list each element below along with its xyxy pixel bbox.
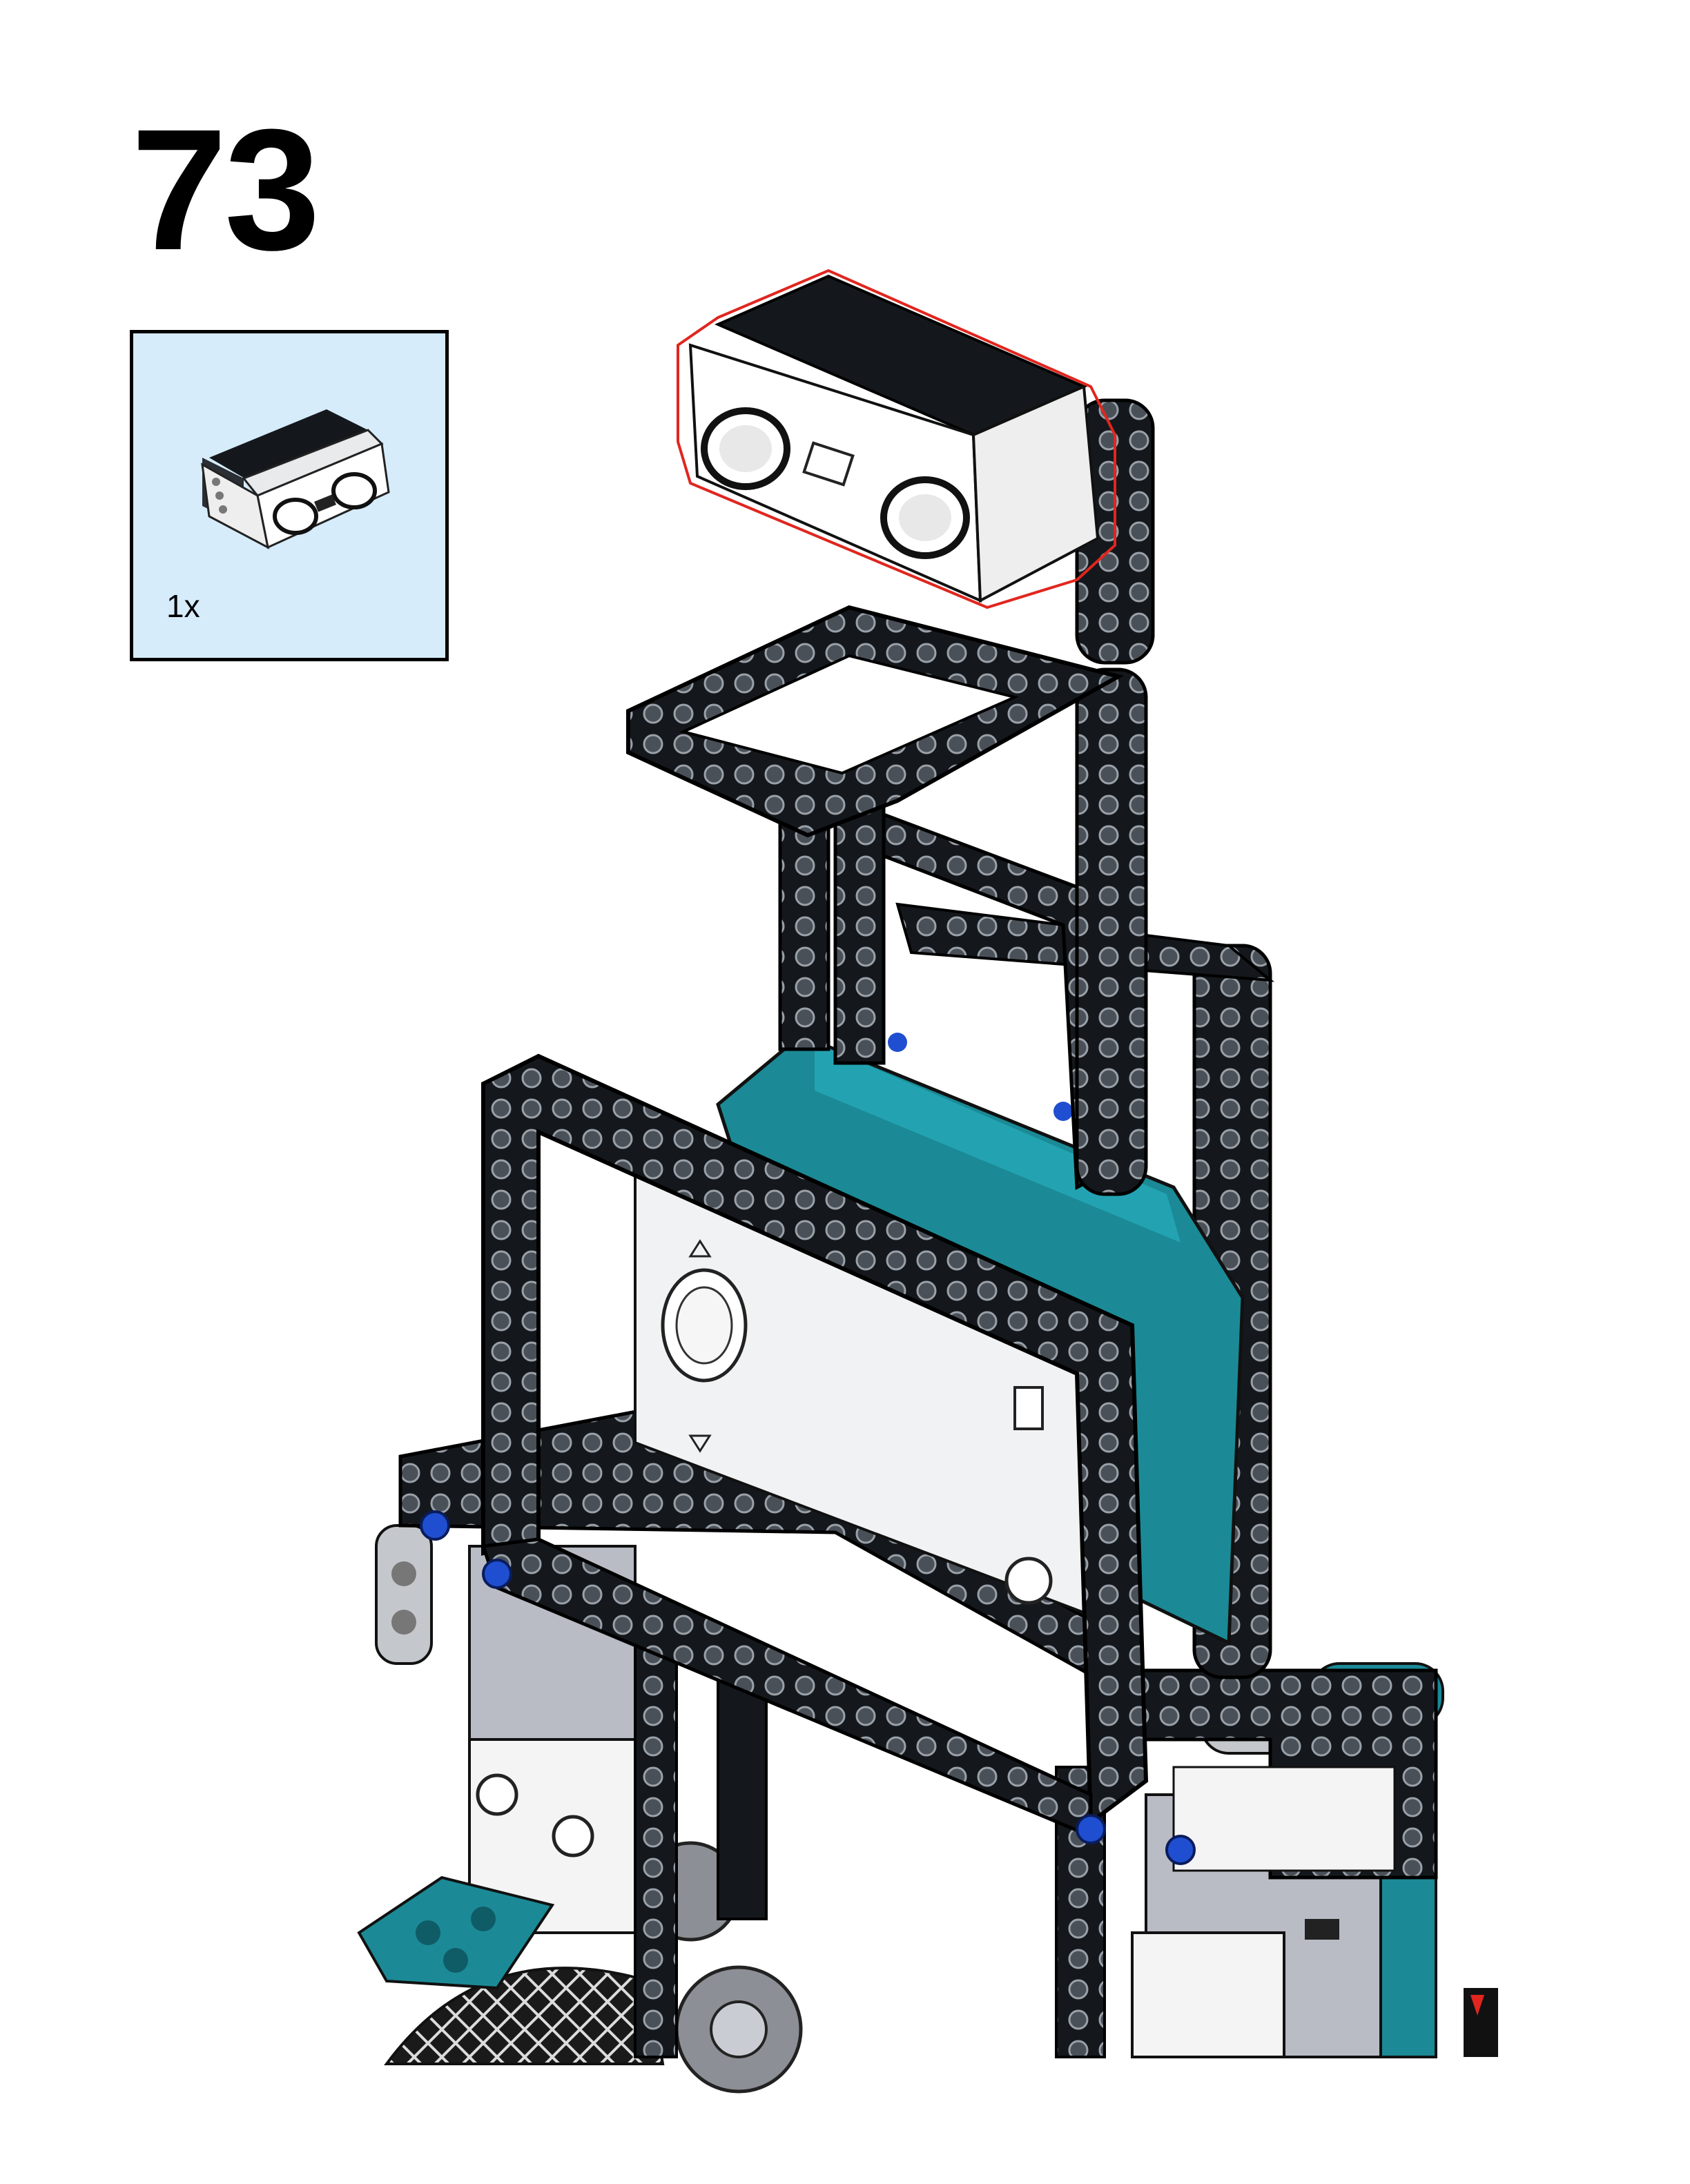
distance-sensor-icon: [201, 409, 390, 549]
part-quantity: 1x: [166, 588, 200, 624]
blue-pins: [420, 1033, 1196, 1865]
new-part-distance-sensor: [677, 269, 1116, 610]
step-number: 73: [131, 93, 320, 286]
wheel-icon: [384, 1967, 665, 2065]
parts-list-box: 1x: [130, 330, 449, 661]
